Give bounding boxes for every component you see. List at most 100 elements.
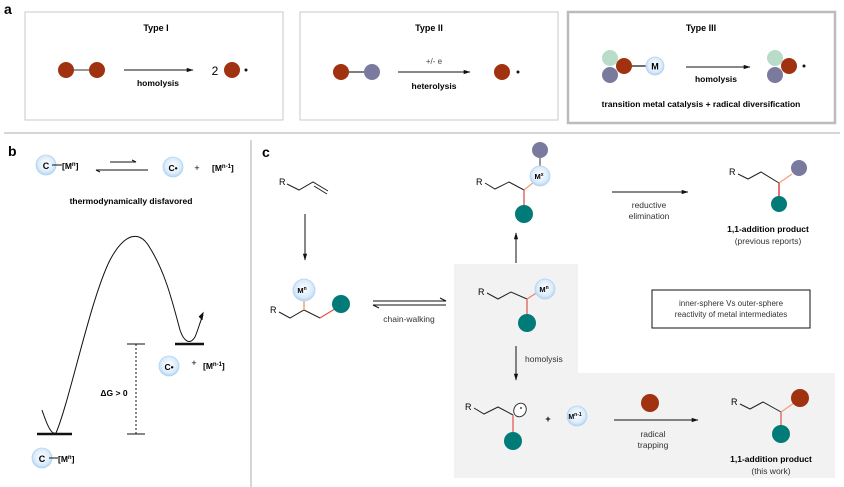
- red-atom: [641, 394, 659, 412]
- note-line-2: reactivity of metal intermediates: [675, 310, 788, 319]
- plus-sign: +: [545, 414, 550, 424]
- chain-walking-label: chain-walking: [383, 314, 435, 324]
- type-3-title: Type III: [686, 23, 716, 33]
- carbon-chain: [739, 401, 782, 413]
- energy-curve: [41, 235, 204, 434]
- r-group-label: R: [270, 305, 277, 315]
- bond-orange: [778, 173, 793, 184]
- carbon-chain: [473, 406, 514, 416]
- carbon-radical-sphere: [162, 156, 184, 178]
- metal-sphere: [645, 56, 665, 76]
- metal-label: Mn: [539, 285, 548, 294]
- metal-sphere: [566, 405, 588, 427]
- r-group-label: R: [476, 177, 483, 187]
- metal-label: M: [651, 62, 659, 72]
- product-subtitle: (previous reports): [735, 236, 802, 246]
- r-group-label: R: [731, 397, 738, 407]
- panel-label-c: c: [262, 144, 270, 160]
- red-atom: [781, 58, 797, 74]
- mint-atom: [767, 50, 783, 66]
- reductive-label-line2: elimination: [629, 211, 670, 221]
- slate-atom: [532, 142, 548, 158]
- reduced-metal: Mn-1: [566, 405, 588, 427]
- red-atom: [494, 64, 510, 80]
- red-atom: [58, 62, 74, 78]
- metal-sphere: [534, 278, 556, 300]
- note-line-1: inner-sphere Vs outer-sphere: [679, 299, 784, 308]
- highlight-region: [454, 264, 835, 478]
- teal-atom: [518, 314, 536, 332]
- carbon-chain: [278, 309, 321, 319]
- metal-label: [Mn]: [58, 454, 75, 464]
- arrow-label-homolysis: homolysis: [137, 78, 179, 88]
- carbon-chain: [286, 181, 329, 192]
- type-1-title: Type I: [143, 23, 168, 33]
- alkene-substrate: R: [279, 177, 329, 195]
- metal-label: Mn: [297, 286, 306, 295]
- alkyl-radical: R: [465, 402, 527, 450]
- teal-atom: [515, 205, 533, 223]
- chain-walk-arrow-forward: [373, 297, 447, 302]
- plus-sign: +: [194, 163, 199, 173]
- plus-sign: +: [191, 358, 196, 368]
- type-2-title: Type II: [415, 23, 443, 33]
- arrow-head-icon: [198, 311, 204, 321]
- metal-branched-intermediate: R Mn: [478, 278, 556, 332]
- arrow-label-heterolysis: heterolysis: [412, 81, 457, 91]
- red-atom: [224, 62, 240, 78]
- product-subtitle: (this work): [751, 466, 790, 476]
- metal-label: [Mn]: [62, 161, 79, 171]
- p-orbital-icon: [513, 402, 527, 418]
- slate-atom: [767, 67, 783, 83]
- red-atom: [333, 64, 349, 80]
- equilibrium-arrow-forward: [110, 159, 137, 163]
- type-3-caption: transition metal catalysis + radical div…: [602, 99, 801, 109]
- previous-product: R 1,1-addition product (previous reports…: [727, 160, 809, 246]
- r-group-label: R: [279, 177, 286, 187]
- red-atom: [791, 389, 809, 407]
- r-group-label: R: [729, 167, 736, 177]
- this-work-product: R 1,1-addition product (this work): [730, 389, 812, 476]
- reductive-label-line1: reductive: [632, 200, 667, 210]
- product-title: 1,1-addition product: [730, 454, 812, 464]
- metal-sphere: [292, 278, 316, 302]
- equilibrium-arrow-backward: [95, 169, 148, 173]
- energy-diagram: ΔG > 0 C• + [Mn-1] C [Mn]: [31, 235, 225, 469]
- mint-atom: [602, 50, 618, 66]
- high-valent-metal-intermediate: R Mx: [476, 142, 551, 223]
- carbon-label: C: [43, 161, 50, 171]
- radical-dot-icon: [516, 70, 520, 74]
- homolysis-label: homolysis: [525, 354, 563, 364]
- chain-walk-arrow-backward: [372, 304, 446, 309]
- teal-atom: [332, 295, 350, 313]
- arrow-label-electron: +/- e: [426, 57, 443, 66]
- bond-orange: [523, 181, 535, 191]
- r-group-label: R: [478, 287, 485, 297]
- double-bond: [313, 185, 328, 195]
- coefficient: 2: [212, 64, 219, 78]
- metal-label: Mn-1: [568, 412, 582, 421]
- thermo-caption: thermodynamically disfavored: [70, 196, 193, 206]
- teal-atom: [504, 432, 522, 450]
- product-title: 1,1-addition product: [727, 224, 809, 234]
- metal-alkyl-intermediate: R Mn: [270, 278, 350, 319]
- red-atom: [616, 58, 632, 74]
- carbon-radical-label: C•: [168, 163, 177, 173]
- trapping-label-line2: trapping: [638, 440, 669, 450]
- reduced-metal-label: [Mn-1]: [212, 163, 234, 173]
- panel-label-a: a: [4, 1, 12, 17]
- bond-orange: [780, 402, 795, 413]
- delta-g-label: ΔG > 0: [100, 388, 127, 398]
- type-3-box: Type III M homolysis transition metal ca…: [566, 10, 837, 125]
- metal-sphere: [529, 165, 551, 187]
- radical-dot-icon: [802, 64, 806, 68]
- teal-atom: [771, 196, 787, 212]
- teal-atom: [772, 425, 790, 443]
- equilibrium: C [Mn] C• + [Mn-1]: [35, 154, 234, 178]
- carbon-chain: [484, 181, 525, 191]
- panel-label-b: b: [8, 143, 17, 159]
- slate-atom: [791, 160, 807, 176]
- radical-dot-icon: [244, 68, 248, 72]
- trapping-label-line1: radical: [640, 429, 665, 439]
